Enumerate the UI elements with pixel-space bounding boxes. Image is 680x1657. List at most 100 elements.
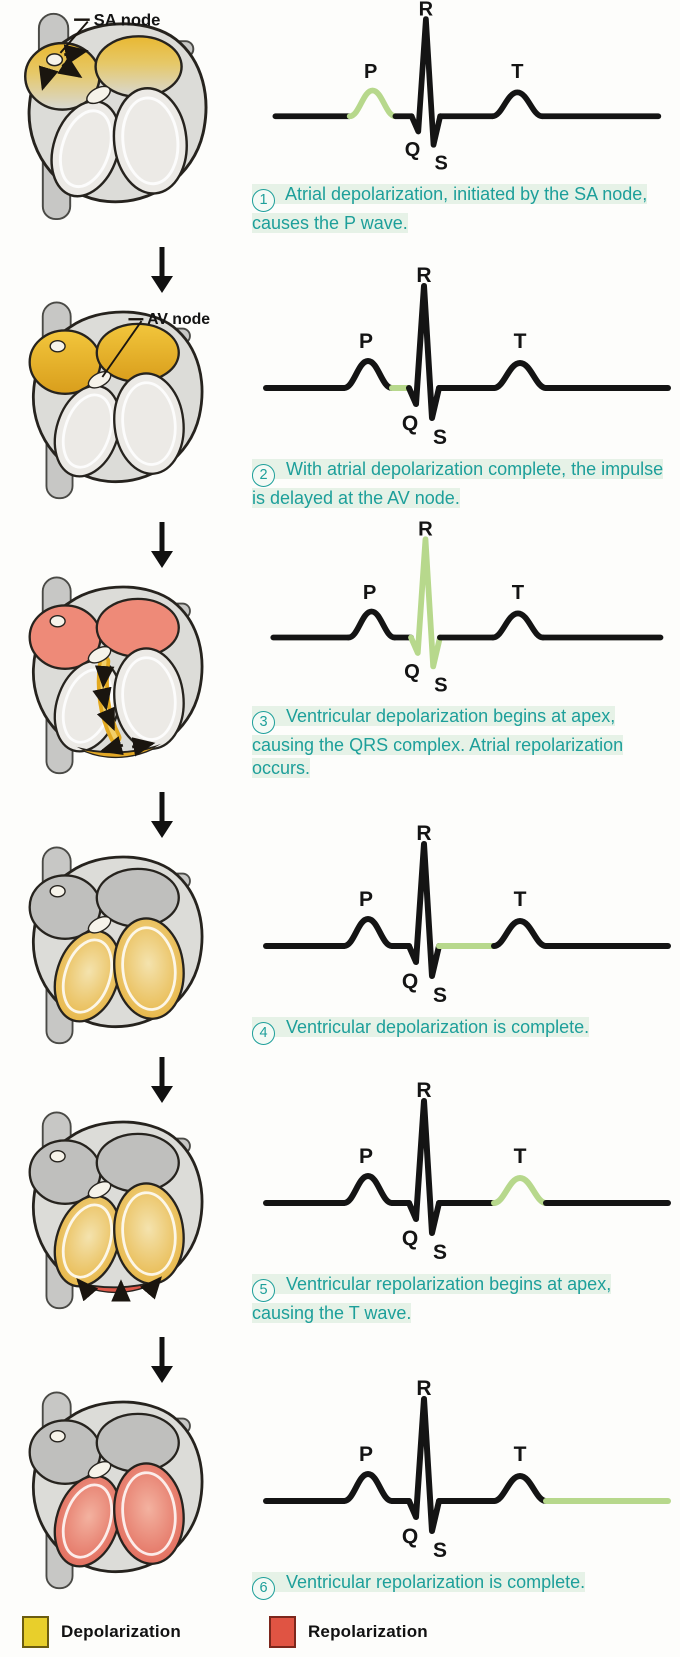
stage-caption: 1 Atrial depolarization, initiated by th… — [252, 183, 676, 235]
sa-node — [49, 1149, 66, 1163]
ecg-t-wave-label: T — [514, 1443, 527, 1466]
ecg-q-wave-label: Q — [404, 661, 420, 683]
sa-node-label: SA node — [94, 11, 161, 30]
valve — [86, 85, 111, 105]
ecg-s-wave-label: S — [433, 1539, 447, 1562]
valve — [87, 1461, 112, 1479]
stage-caption-text: Ventricular depolarization is complete. — [281, 1017, 590, 1038]
stage-caption: 3 Ventricular depolarization begins at a… — [252, 705, 676, 780]
heart-column — [0, 1055, 250, 1335]
conduction-arrow-icon — [96, 706, 115, 731]
av-node-label: AV node — [147, 311, 210, 328]
ecg-segment-qrs — [406, 1098, 442, 1237]
conduction-arrow-icon — [57, 56, 83, 78]
left-ventricle — [113, 1462, 185, 1565]
heart-column: AV node — [0, 245, 250, 520]
stage-number-badge: 5 — [252, 1278, 275, 1302]
conduction-arrow-icon — [99, 736, 124, 756]
stage-caption: 2 With atrial depolarization complete, t… — [252, 458, 676, 510]
down-arrow-icon — [151, 1337, 173, 1383]
left-ventricle — [112, 87, 188, 195]
ecg-p-wave-label: P — [359, 1443, 373, 1466]
ecg-q-wave-label: Q — [402, 1227, 418, 1250]
ecg-segment-t — [491, 918, 549, 950]
ecg-segment-t — [491, 1175, 549, 1207]
heart-illustration — [28, 1111, 204, 1310]
stage-number-badge: 6 — [252, 1577, 275, 1600]
heart-illustration — [28, 846, 204, 1045]
ecg-p-wave-label: P — [359, 888, 373, 911]
conduction-arrow-icon — [131, 737, 156, 757]
flow-arrow-wrap — [142, 790, 182, 840]
label-leader-line — [59, 20, 89, 54]
conduction-arrow-icon — [139, 1276, 162, 1300]
valve — [87, 646, 112, 664]
ecg-p-wave-label: P — [364, 61, 377, 83]
ecg-p-wave-label: P — [359, 330, 373, 353]
valve — [87, 1181, 112, 1199]
valve — [87, 371, 112, 389]
ecg-segment-p — [341, 916, 395, 950]
stage-caption: 5 Ventricular repolarization begins at a… — [252, 1273, 676, 1325]
heart-column — [0, 790, 250, 1055]
depolarization-swatch — [22, 1616, 49, 1648]
ecg-r-wave-label: R — [416, 1379, 431, 1400]
ecg-p-wave-label: P — [359, 1145, 373, 1168]
ecg-s-wave-label: S — [434, 674, 448, 696]
sa-node — [45, 53, 64, 67]
legend-item-depolarization: Depolarization — [22, 1616, 181, 1648]
stage-caption: 4 Ventricular depolarization is complete… — [252, 1016, 676, 1045]
ecg-t-wave-label: T — [514, 330, 527, 353]
ecg-segment-t — [490, 610, 546, 641]
heart-illustration — [28, 1391, 204, 1590]
flow-arrow-wrap — [142, 520, 182, 570]
heart-column — [0, 1335, 250, 1610]
stage-caption-text: Ventricular depolarization begins at ape… — [252, 706, 624, 778]
depolarization-label: Depolarization — [61, 1622, 181, 1641]
conduction-arrow-icon — [94, 665, 115, 689]
label-leader-line — [101, 320, 143, 378]
ecg-segment-qrs — [408, 536, 443, 670]
stage-number-badge: 2 — [252, 463, 275, 487]
ecg-segment-t — [491, 360, 549, 392]
ecg-segment-qrs — [408, 16, 444, 148]
heart-column — [0, 520, 250, 790]
ecg-t-wave-label: T — [514, 1145, 527, 1168]
repolarization-swatch — [268, 1616, 296, 1648]
ecg-segment-qrs — [406, 841, 442, 980]
ecg-s-wave-label: S — [433, 426, 447, 449]
down-arrow-icon — [151, 1057, 173, 1103]
ecg-segment-p — [341, 1173, 395, 1207]
down-arrow-icon — [151, 522, 173, 568]
ecg-t-wave-label: T — [514, 888, 527, 911]
stage-caption: 6 Ventricular repolarization is complete… — [252, 1571, 676, 1600]
valve — [87, 916, 112, 934]
ecg-segment-p — [346, 87, 399, 120]
stage-number-badge: 1 — [252, 188, 275, 212]
conduction-arrow-icon — [92, 686, 112, 711]
stage-caption-text: Ventricular repolarization begins at ape… — [252, 1274, 612, 1323]
ecg-r-wave-label: R — [416, 266, 431, 287]
ecg-r-wave-label: R — [418, 520, 433, 540]
conduction-arrow-icon — [76, 1278, 99, 1302]
ecg-segment-qrs — [406, 283, 442, 422]
conduction-arrow-icon — [38, 65, 59, 91]
sa-node — [49, 884, 66, 898]
sa-node — [49, 614, 66, 628]
right-ventricle — [53, 1474, 122, 1568]
